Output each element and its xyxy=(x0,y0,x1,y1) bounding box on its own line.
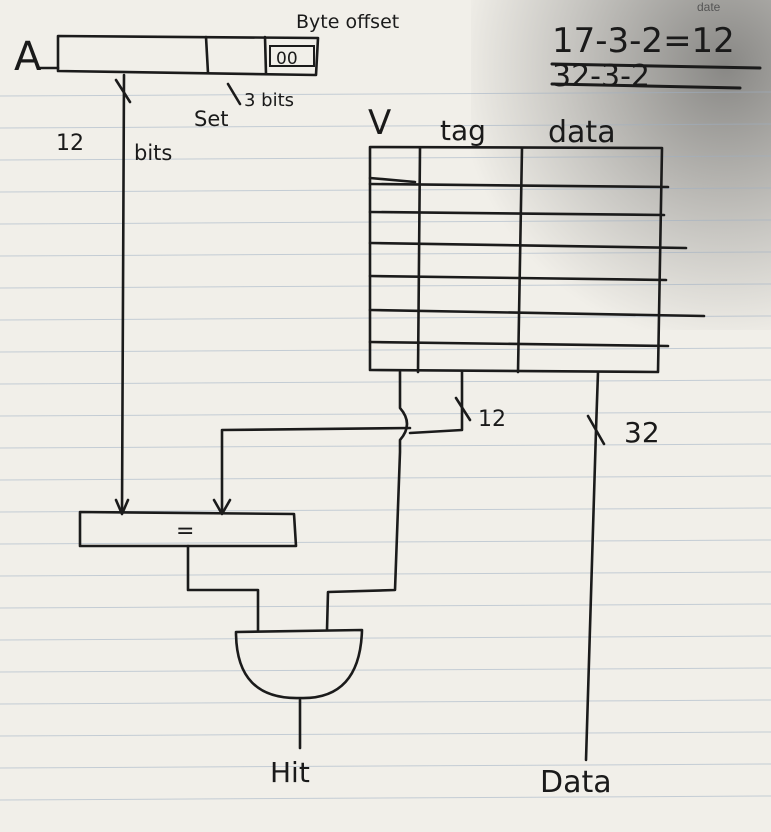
set-label: Set xyxy=(194,107,228,131)
set-wire-slash xyxy=(226,82,242,106)
data-label: Data xyxy=(540,765,612,800)
comparator-symbol: = xyxy=(176,519,194,544)
tag-wire xyxy=(120,73,126,514)
tag-bus xyxy=(325,370,409,632)
offset-bits-label: 00 xyxy=(276,49,298,69)
and-gate xyxy=(234,628,364,700)
address-register xyxy=(38,34,320,77)
address-label: A xyxy=(14,34,42,80)
tag-feed xyxy=(220,426,412,514)
tag-width-label: 12 xyxy=(56,131,84,156)
comparator-out xyxy=(186,544,260,632)
data-bus-slash xyxy=(586,414,606,446)
tag-width-unit-label: bits xyxy=(134,141,172,165)
set-bits-label: 3 bits xyxy=(244,90,294,111)
comparator-box xyxy=(78,510,298,548)
scratch-strike-2 xyxy=(550,82,742,90)
tag-bus-stub xyxy=(408,370,464,435)
hit-label: Hit xyxy=(270,756,310,789)
offset-box xyxy=(269,45,315,67)
date-label: date xyxy=(697,0,721,14)
ruled-lines xyxy=(0,91,771,801)
col-tag-label: tag xyxy=(440,114,486,147)
tag-bus-slash xyxy=(454,396,472,422)
scratch-strike-1 xyxy=(550,62,762,70)
tag-wire-slash xyxy=(114,78,132,104)
tag-bus-width-label: 12 xyxy=(478,407,506,432)
cache-array xyxy=(368,145,706,374)
data-bus-width-label: 32 xyxy=(624,416,660,449)
col-data-label: data xyxy=(548,115,616,150)
addr-arrow xyxy=(114,498,130,516)
scratch-line-1: 17-3-2=12 xyxy=(552,21,735,61)
scratch-line-2: 32-3-2 xyxy=(552,59,650,94)
col-v-label: V xyxy=(368,103,391,143)
byte-offset-label: Byte offset xyxy=(296,11,399,33)
